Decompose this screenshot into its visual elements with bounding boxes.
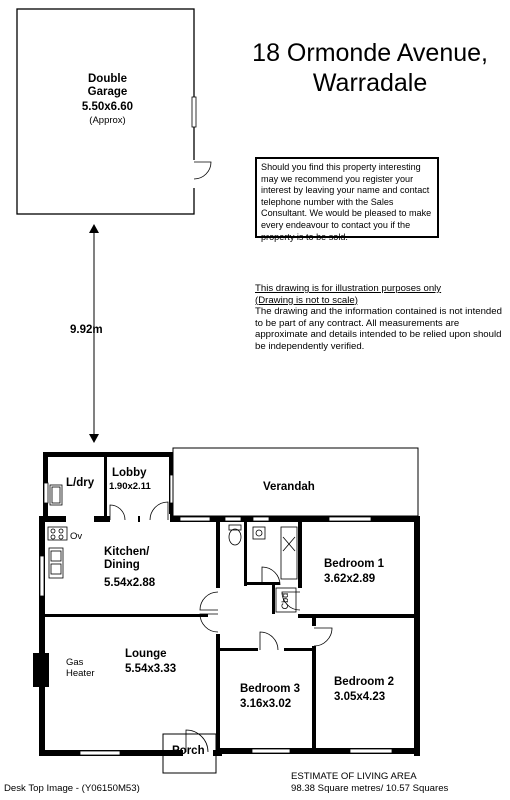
kitchen-size: 5.54x2.88 [104,577,156,589]
laundry-name: L/dry [66,477,95,489]
windows [39,474,393,756]
porch-outline [162,733,217,774]
bedroom1-name: Bedroom 1 [324,558,385,570]
stove-icon [47,526,68,541]
living-area-value: 98.38 Square metres/ 10.57 Squares [291,783,449,794]
garage [16,8,212,215]
disclaimer-line-1: This drawing is for illustration purpose… [255,283,442,294]
address-line-2: Warradale [312,69,428,97]
distance-label: 9.92m [70,324,103,336]
cupboard-label: Cbd [280,592,291,610]
house-walls [33,452,420,756]
basin-icon [252,526,266,540]
bedroom3-name: Bedroom 3 [240,683,301,695]
bedroom1-size: 3.62x2.89 [324,573,376,585]
laundry-trough-icon [49,484,63,506]
door-swings [109,501,333,753]
garage-name: Double Garage [87,73,128,99]
oven-label: Ov [70,531,83,542]
lobby-name: Lobby [112,467,147,479]
kitchen-sink-icon [48,547,64,579]
lounge-name: Lounge [125,648,167,660]
disclaimer: This drawing is for illustration purpose… [255,283,505,353]
bath-icon [280,526,298,580]
property-address: 18 Ormonde Avenue, Warradale [252,38,488,98]
doors [66,514,318,758]
garage-size: 5.50x6.60 [81,101,134,113]
notice-box: Should you find this property interestin… [255,157,439,242]
kitchen-name: Kitchen/ Dining [104,546,150,572]
bedroom3-size: 3.16x3.02 [240,698,292,710]
gas-heater-label: Gas Heater [66,657,95,679]
address-line-1: 18 Ormonde Avenue, [252,39,488,67]
lobby-size: 1.90x2.11 [109,481,151,492]
bedroom2-name: Bedroom 2 [334,676,395,688]
living-area-heading: ESTIMATE OF LIVING AREA [291,771,417,782]
cupboard-outline [275,587,297,613]
image-reference: Desk Top Image - (Y06150M53) [4,783,140,794]
verandah-outline [172,447,419,517]
distance-arrow [89,224,99,443]
lounge-size: 5.54x3.33 [125,663,177,675]
garage-note: (Approx) [89,115,126,126]
verandah-name: Verandah [263,481,315,493]
disclaimer-body: The drawing and the information containe… [255,306,502,352]
bedroom2-size: 3.05x4.23 [334,691,386,703]
fixtures [47,484,298,613]
toilet-icon [228,528,242,546]
disclaimer-line-2: (Drawing is not to scale) [255,294,358,306]
porch-name: Porch [172,745,205,757]
